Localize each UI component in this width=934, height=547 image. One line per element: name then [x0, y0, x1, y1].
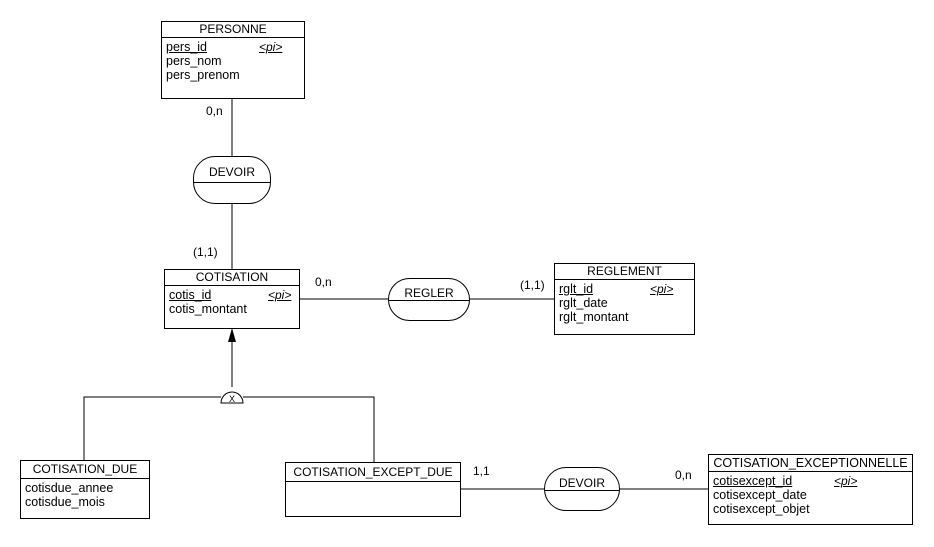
entity-personne[interactable]: PERSONNE pers_id <pi> pers_nom pers_pren…: [161, 21, 305, 99]
entity-name: COTISATION_EXCEPTIONNELLE: [709, 455, 912, 472]
attribute-row: cotisdue_mois: [25, 495, 145, 509]
relation-regler[interactable]: REGLER: [388, 278, 470, 321]
attribute-row: cotisdue_annee: [25, 481, 145, 495]
attribute-row: cotis_montant: [169, 302, 295, 316]
attribute-row: pers_nom: [166, 54, 300, 68]
attribute-name: rglt_montant: [559, 310, 629, 324]
relation-divider: [389, 300, 469, 301]
entity-reglement[interactable]: REGLEMENT rglt_id <pi> rglt_date rglt_mo…: [554, 263, 695, 335]
relation-name: REGLER: [404, 286, 454, 300]
primary-identifier-marker: <pi>: [259, 40, 283, 54]
attribute-row: cotisexcept_objet: [713, 502, 908, 516]
cardinality-personne-devoir: 0,n: [206, 104, 223, 118]
entity-name: COTISATION_EXCEPT_DUE: [286, 463, 460, 482]
attribute-row: cotisexcept_id <pi>: [713, 474, 908, 488]
relation-divider: [194, 182, 270, 183]
cardinality-reglement-regler: (1,1): [520, 278, 545, 292]
relation-devoir-top[interactable]: DEVOIR: [193, 156, 271, 204]
cardinality-cotisation-regler: 0,n: [315, 275, 332, 289]
attribute-row: cotis_id <pi>: [169, 288, 295, 302]
attribute-name: cotisexcept_objet: [713, 502, 810, 516]
entity-name: COTISATION: [165, 270, 299, 286]
primary-identifier-marker: <pi>: [650, 282, 674, 296]
attribute-name: cotis_id: [169, 288, 212, 302]
attribute-name: rglt_id: [559, 282, 594, 296]
entity-cotisation-except-due[interactable]: COTISATION_EXCEPT_DUE: [285, 462, 461, 517]
entity-name: COTISATION_DUE: [21, 461, 149, 479]
inheritance-branch-left: [83, 396, 221, 461]
entity-name: PERSONNE: [162, 22, 304, 38]
attribute-name: cotisdue_mois: [25, 495, 105, 509]
attribute-name: cotisexcept_id: [713, 474, 793, 488]
attribute-row: pers_id <pi>: [166, 40, 300, 54]
attribute-name: rglt_date: [559, 296, 608, 310]
entity-cotisation-due[interactable]: COTISATION_DUE cotisdue_annee cotisdue_m…: [20, 460, 150, 519]
attribute-name: pers_prenom: [166, 68, 240, 82]
inheritance-symbol: [220, 391, 244, 404]
cardinality-cotisation-devoir: (1,1): [193, 245, 218, 259]
attribute-name: pers_id: [166, 40, 207, 54]
entity-name: REGLEMENT: [555, 264, 694, 280]
attribute-row: rglt_montant: [559, 310, 690, 324]
cardinality-except-due-devoir: 1,1: [473, 464, 490, 478]
relation-divider: [545, 490, 619, 491]
attribute-name: cotis_montant: [169, 302, 247, 316]
attribute-row: cotisexcept_date: [713, 488, 908, 502]
attribute-name: pers_nom: [166, 54, 222, 68]
attribute-row: rglt_id <pi>: [559, 282, 690, 296]
primary-identifier-marker: <pi>: [268, 288, 292, 302]
relation-name: DEVOIR: [208, 165, 255, 179]
entity-cotisation[interactable]: COTISATION cotis_id <pi> cotis_montant: [164, 269, 300, 329]
cardinality-exceptionnelle-devoir: 0,n: [675, 468, 692, 482]
inheritance-arrowhead: [228, 328, 236, 342]
relation-name: DEVOIR: [558, 476, 605, 490]
primary-identifier-marker: <pi>: [834, 474, 858, 488]
attribute-row: pers_prenom: [166, 68, 300, 82]
relation-devoir-bottom[interactable]: DEVOIR: [544, 467, 620, 511]
attribute-row: rglt_date: [559, 296, 690, 310]
entity-cotisation-exceptionnelle[interactable]: COTISATION_EXCEPTIONNELLE cotisexcept_id…: [708, 454, 913, 525]
attribute-name: cotisexcept_date: [713, 488, 807, 502]
attribute-name: cotisdue_annee: [25, 481, 114, 495]
inheritance-branch-right: [243, 396, 375, 463]
inheritance-x-label: X: [229, 394, 235, 404]
